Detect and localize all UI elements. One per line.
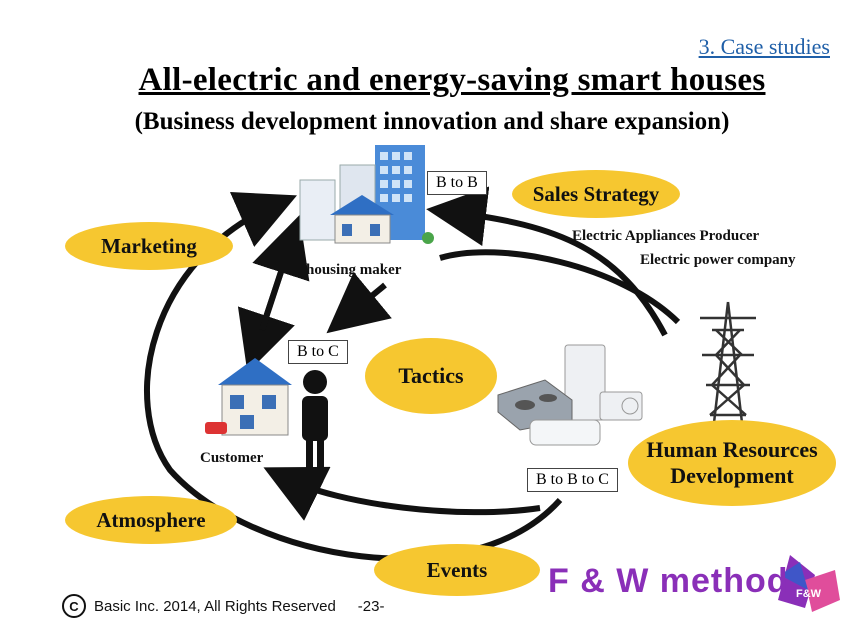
hr-line-2: Development — [670, 463, 794, 488]
box-b-to-c: B to C — [288, 340, 348, 364]
brand-name: F & W method — [548, 562, 789, 600]
appliances-icon — [497, 344, 643, 446]
slide-subtitle: (Business development innovation and sha… — [134, 108, 730, 135]
customer-house-icon — [205, 358, 292, 436]
oval-marketing: Marketing — [65, 222, 233, 270]
slide-title: All-electric and energy-saving smart hou… — [138, 62, 766, 98]
oval-atmosphere: Atmosphere — [65, 496, 237, 544]
fw-logo-icon — [778, 555, 840, 612]
footer: C Basic Inc. 2014, All Rights Reserved -… — [62, 594, 384, 618]
arrow-b2b2c-to-customer — [263, 466, 541, 521]
label-appliances-producer: Electric Appliances Producer — [572, 228, 760, 244]
oval-sales-strategy: Sales Strategy — [512, 170, 680, 218]
oval-hr-development: Human Resources Development — [628, 420, 836, 506]
arrow-producer-to-maker — [426, 186, 668, 337]
copyright-icon: C — [62, 594, 86, 618]
person-icon — [302, 370, 328, 468]
building-cluster-icon — [299, 145, 434, 244]
section-label: 3. Case studies — [698, 34, 830, 59]
power-tower-icon — [700, 301, 756, 441]
oval-events: Events — [374, 544, 540, 596]
page-number: -23- — [357, 597, 385, 615]
oval-tactics: Tactics — [365, 338, 497, 414]
box-b-to-b: B to B — [427, 171, 487, 195]
box-b-to-b-to-c: B to B to C — [527, 468, 618, 492]
label-housing-maker: housing maker — [306, 262, 402, 278]
label-customer: Customer — [200, 450, 264, 466]
arrow-maker-to-customer — [326, 271, 392, 334]
arrow-right-sweep — [439, 249, 681, 325]
footer-text: Basic Inc. 2014, All Rights Reserved — [94, 597, 336, 615]
label-power-company: Electric power company — [640, 252, 796, 268]
hr-line-1: Human Resources — [646, 437, 818, 462]
logo-text: F&W — [796, 588, 822, 600]
